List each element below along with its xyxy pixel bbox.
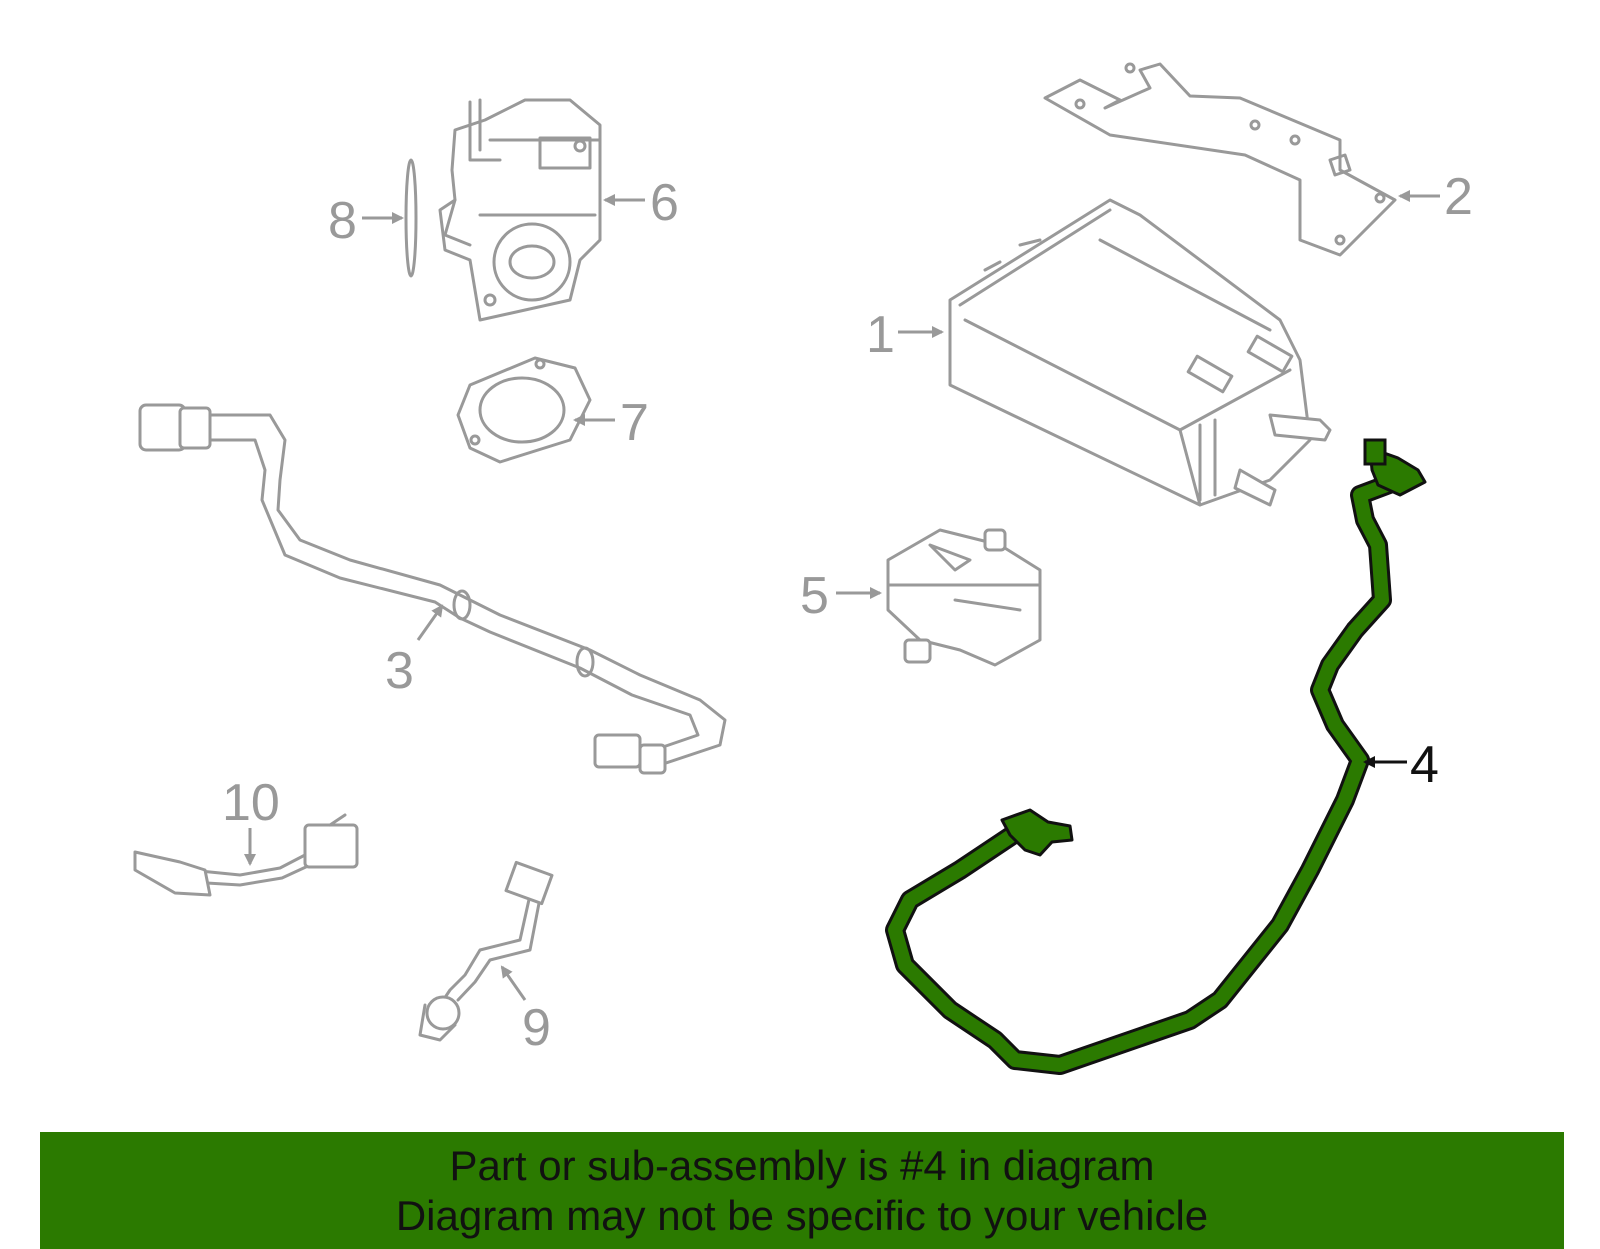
- part-5-valve[interactable]: [886, 528, 1042, 667]
- part-8-o-ring[interactable]: [404, 158, 418, 278]
- part-6-purge-valve[interactable]: [438, 98, 602, 322]
- part-10-harness[interactable]: [133, 813, 359, 897]
- banner-line-2: Diagram may not be specific to your vehi…: [395, 1192, 1209, 1239]
- svg-text:4: 4: [1410, 736, 1439, 794]
- callout-1: 1: [866, 306, 944, 364]
- part-9-sensor[interactable]: [418, 860, 554, 1042]
- part-4-hose-highlighted[interactable]: [885, 438, 1427, 1075]
- callout-5: 5: [800, 567, 882, 625]
- callout-6: 6: [603, 174, 679, 232]
- part-2-bracket[interactable]: [1043, 62, 1397, 257]
- callout-3: 3: [385, 604, 444, 700]
- svg-text:8: 8: [328, 192, 357, 250]
- svg-text:7: 7: [620, 394, 649, 452]
- info-banner: Part or sub-assembly is #4 in diagram Di…: [40, 1132, 1564, 1249]
- callout-2: 2: [1398, 168, 1473, 226]
- callout-4: 4: [1363, 736, 1439, 794]
- svg-text:5: 5: [800, 567, 829, 625]
- svg-text:1: 1: [866, 306, 895, 364]
- part-7-gasket[interactable]: [456, 356, 592, 464]
- callout-7: 7: [573, 394, 649, 452]
- svg-text:10: 10: [222, 774, 280, 832]
- part-1-canister[interactable]: [948, 198, 1332, 507]
- svg-text:3: 3: [385, 642, 414, 700]
- callout-9: 9: [500, 965, 551, 1057]
- parts-diagram: 2 1 6: [133, 62, 1473, 1075]
- callout-8: 8: [328, 192, 404, 250]
- banner-line-1: Part or sub-assembly is #4 in diagram: [449, 1142, 1155, 1189]
- part-3-hose[interactable]: [138, 403, 727, 775]
- callout-10: 10: [222, 774, 280, 866]
- svg-text:2: 2: [1444, 168, 1473, 226]
- svg-text:9: 9: [522, 999, 551, 1057]
- svg-text:6: 6: [650, 174, 679, 232]
